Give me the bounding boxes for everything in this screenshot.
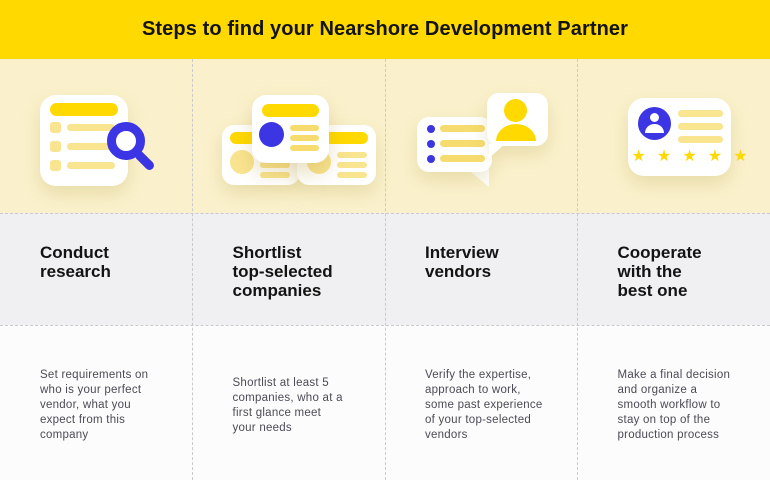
step-4-title-cell: Cooperate with the best one [578, 213, 770, 325]
step-3-icon-cell [385, 59, 578, 213]
step-1-title-cell: Conduct research [0, 213, 193, 325]
person-icon [649, 113, 659, 122]
vertical-divider [192, 59, 193, 480]
step-1-description-cell: Set requirements on who is your perfect … [0, 325, 193, 480]
selected-dot [258, 122, 284, 147]
step-title: Shortlist top-selected companies [232, 243, 333, 300]
step-4-description-cell: Make a final decision and organize a smo… [578, 325, 770, 480]
magnifier-handle [133, 149, 156, 172]
step-description: Make a final decision and organize a smo… [617, 369, 731, 441]
avatar [637, 107, 671, 140]
step-description: Verify the expertise, approach to work, … [425, 369, 543, 441]
speech-bubble-person [487, 93, 548, 158]
company-card-front [251, 95, 329, 163]
step-2-title-cell: Shortlist top-selected companies [193, 213, 386, 325]
step-description: Set requirements on who is your perfect … [40, 369, 149, 441]
step-title: Cooperate with the best one [617, 243, 702, 300]
card-title-bar [50, 103, 118, 116]
step-title: Conduct research [40, 243, 111, 281]
step-description: Shortlist at least 5 companies, who at a… [232, 376, 343, 434]
step-3-title-cell: Interview vendors [385, 213, 578, 325]
step-title: Interview vendors [425, 243, 499, 281]
rating-stars: ★ ★ ★ ★ ★ [631, 146, 751, 165]
step-2-icon-cell [193, 59, 386, 213]
review-card: ★ ★ ★ ★ ★ [627, 98, 751, 176]
horizontal-divider [0, 325, 770, 326]
step-3-description-cell: Verify the expertise, approach to work, … [385, 325, 578, 480]
person-icon [504, 99, 527, 122]
step-2-description-cell: Shortlist at least 5 companies, who at a… [193, 325, 386, 480]
speech-bubble-main [417, 117, 492, 172]
page-title: Steps to find your Nearshore Development… [141, 18, 629, 40]
step-1-icon-cell [0, 59, 193, 213]
vertical-divider [577, 59, 578, 480]
header: Steps to find your Nearshore Development… [0, 0, 770, 59]
horizontal-divider [0, 213, 770, 214]
vertical-divider [385, 59, 386, 480]
step-4-icon-cell: ★ ★ ★ ★ ★ [578, 59, 770, 213]
